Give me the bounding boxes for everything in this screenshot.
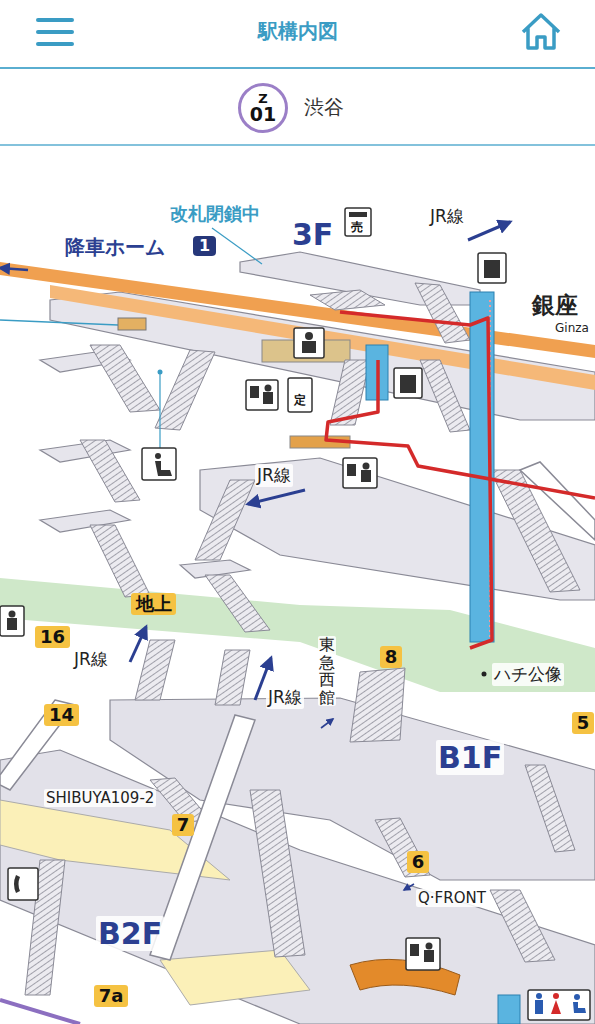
platform-number: 1 [193, 236, 216, 256]
floor-slabs [0, 252, 595, 1024]
floor-label: B2F [96, 916, 164, 951]
exit-number-text: 16 [39, 626, 66, 648]
building-name: Q·FRONT [416, 889, 488, 907]
elevator-shafts [366, 292, 520, 1024]
platform-name: 降車ホーム [63, 234, 167, 261]
building-name: SHIBUYA109-2 [44, 789, 156, 807]
line-badge-text: Z [258, 92, 267, 105]
platform-number-text: 1 [198, 236, 211, 256]
ground-badge-text: 地上 [135, 593, 172, 615]
ground-band [0, 578, 595, 692]
line-name: JR線 [266, 686, 304, 709]
barrier-free-route [326, 312, 595, 648]
landmark-name: ハチ公像 [492, 663, 564, 686]
line-name: 銀座 [530, 290, 580, 321]
exit-number-text: 8 [384, 646, 398, 668]
stairs [25, 283, 580, 995]
exit-number-text: 7 [176, 814, 190, 836]
exit-number-text: 14 [48, 704, 75, 726]
icon-text: 売 [351, 219, 363, 236]
station-name: 渋谷 [302, 94, 346, 121]
status-note: 改札閉鎖中 [168, 202, 262, 226]
line-name: JR線 [72, 648, 110, 671]
floor-label: 3F [290, 217, 335, 252]
floor-label: B1F [436, 740, 504, 775]
exit-number: 5 [572, 712, 594, 734]
exit-number: 14 [44, 704, 79, 726]
line-name: Ginza [553, 321, 591, 335]
escalators [0, 462, 595, 960]
exit-number: 7a [94, 985, 128, 1007]
line-name: JR線 [428, 205, 466, 228]
exit-number: 6 [407, 851, 429, 873]
ground-badge: 地上 [131, 593, 176, 615]
line-name: JR線 [255, 464, 293, 487]
icon-text: 定 [294, 392, 306, 409]
exit-number: 8 [380, 646, 402, 668]
direction-arrows [130, 222, 510, 890]
home-icon [523, 15, 559, 48]
building-name: 東急西館 [318, 636, 336, 706]
page-title: 駅構内図 [0, 18, 595, 45]
facility-icons [0, 208, 590, 1020]
exit-number: 7 [172, 814, 194, 836]
exit-number-text: 5 [576, 712, 590, 734]
exit-number-text: 7a [98, 985, 124, 1007]
line-badge: Z01 [238, 83, 288, 133]
exit-number-text: 6 [411, 851, 425, 873]
line-badge-text: 01 [250, 105, 276, 124]
exit-number: 16 [35, 626, 70, 648]
menu-icon [38, 20, 72, 44]
